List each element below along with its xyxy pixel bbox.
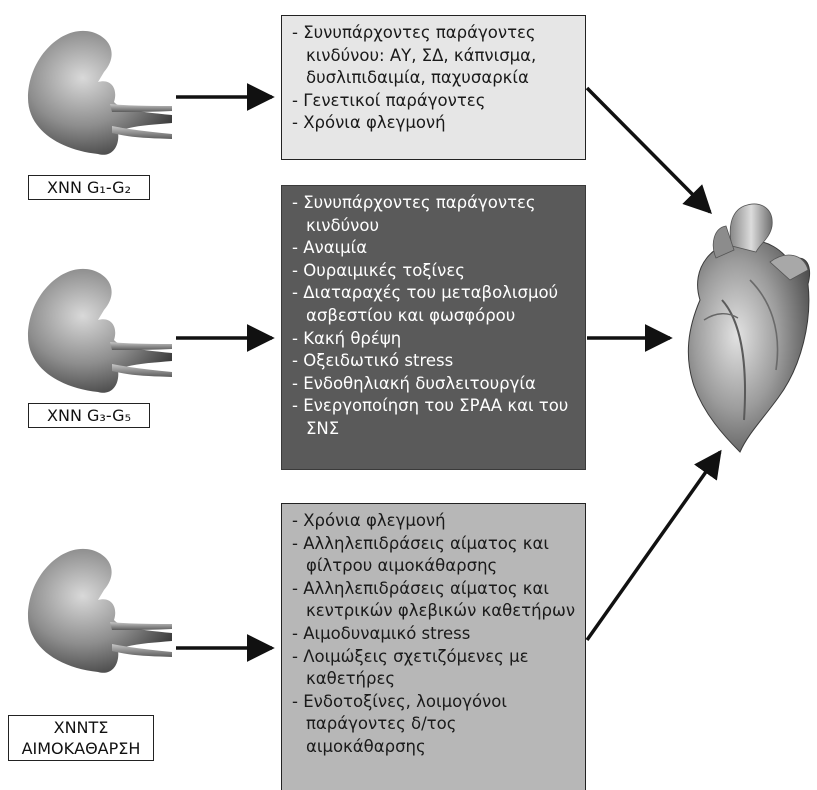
stage-label-g3-g5: ΧΝΝ G₃-G₅ [28, 403, 150, 428]
factor-item: Ενδοτοξίνες, λοιμογόνοι παράγοντες δ/τος… [292, 691, 577, 759]
factor-list: Συνυπάρχοντες παράγοντες κινδύνου Αναιμί… [292, 192, 577, 441]
factor-item: Λοιμώξεις σχετιζόμενες με καθετήρες [292, 646, 577, 691]
factor-item: Αιμοδυναμικό stress [292, 623, 577, 646]
factor-item: Συνυπάρχοντες παράγοντες κινδύνου [292, 192, 577, 237]
risk-factors-box-g3-g5: Συνυπάρχοντες παράγοντες κινδύνου Αναιμί… [281, 185, 586, 470]
factor-item: Διαταραχές του μεταβολισμού ασβεστίου κα… [292, 282, 577, 327]
factor-item: Κακή θρέψη [292, 328, 577, 351]
factor-list: Συνυπάρχοντες παράγοντες κινδύνου: ΑΥ, Σ… [292, 22, 577, 135]
factor-item: Αλληλεπιδράσεις αίματος και φίλτρου αιμο… [292, 533, 577, 578]
risk-factors-box-g1-g2: Συνυπάρχοντες παράγοντες κινδύνου: ΑΥ, Σ… [281, 15, 586, 160]
factor-item: Αλληλεπιδράσεις αίματος και κεντρικών φλ… [292, 578, 577, 623]
stage-label-line: ΧΝΝ G₃-G₅ [33, 405, 145, 426]
stage-label-line: ΧΝΝ G₁-G₂ [33, 177, 145, 198]
factor-item: Χρόνια φλεγμονή [292, 510, 577, 533]
factor-item: Ενεργοποίηση του ΣΡΑΑ και του ΣΝΣ [292, 395, 577, 440]
kidney-icon [28, 269, 172, 393]
factor-item: Οξειδωτικό stress [292, 350, 577, 373]
kidney-icon [28, 31, 172, 155]
stage-label-line: ΧΝΝΤΣ [13, 717, 149, 738]
factor-item: Γενετικοί παράγοντες [292, 90, 577, 113]
factor-item: Χρόνια φλεγμονή [292, 112, 577, 135]
factor-item: Συνυπάρχοντες παράγοντες κινδύνου: ΑΥ, Σ… [292, 22, 577, 90]
stage-label-line: ΑΙΜΟΚΑΘΑΡΣΗ [13, 738, 149, 759]
arrow [587, 452, 720, 640]
arrow [587, 88, 710, 212]
factor-item: Αναιμία [292, 237, 577, 260]
stage-label-g1-g2: ΧΝΝ G₁-G₂ [28, 175, 150, 200]
factor-list: Χρόνια φλεγμονή Αλληλεπιδράσεις αίματος … [292, 510, 577, 759]
kidney-icon [28, 549, 172, 673]
factor-item: Ουραιμικές τοξίνες [292, 260, 577, 283]
stage-label-dialysis: ΧΝΝΤΣ ΑΙΜΟΚΑΘΑΡΣΗ [8, 715, 154, 761]
risk-factors-box-dialysis: Χρόνια φλεγμονή Αλληλεπιδράσεις αίματος … [281, 503, 586, 790]
factor-item: Ενδοθηλιακή δυσλειτουργία [292, 373, 577, 396]
heart-icon [688, 204, 809, 452]
